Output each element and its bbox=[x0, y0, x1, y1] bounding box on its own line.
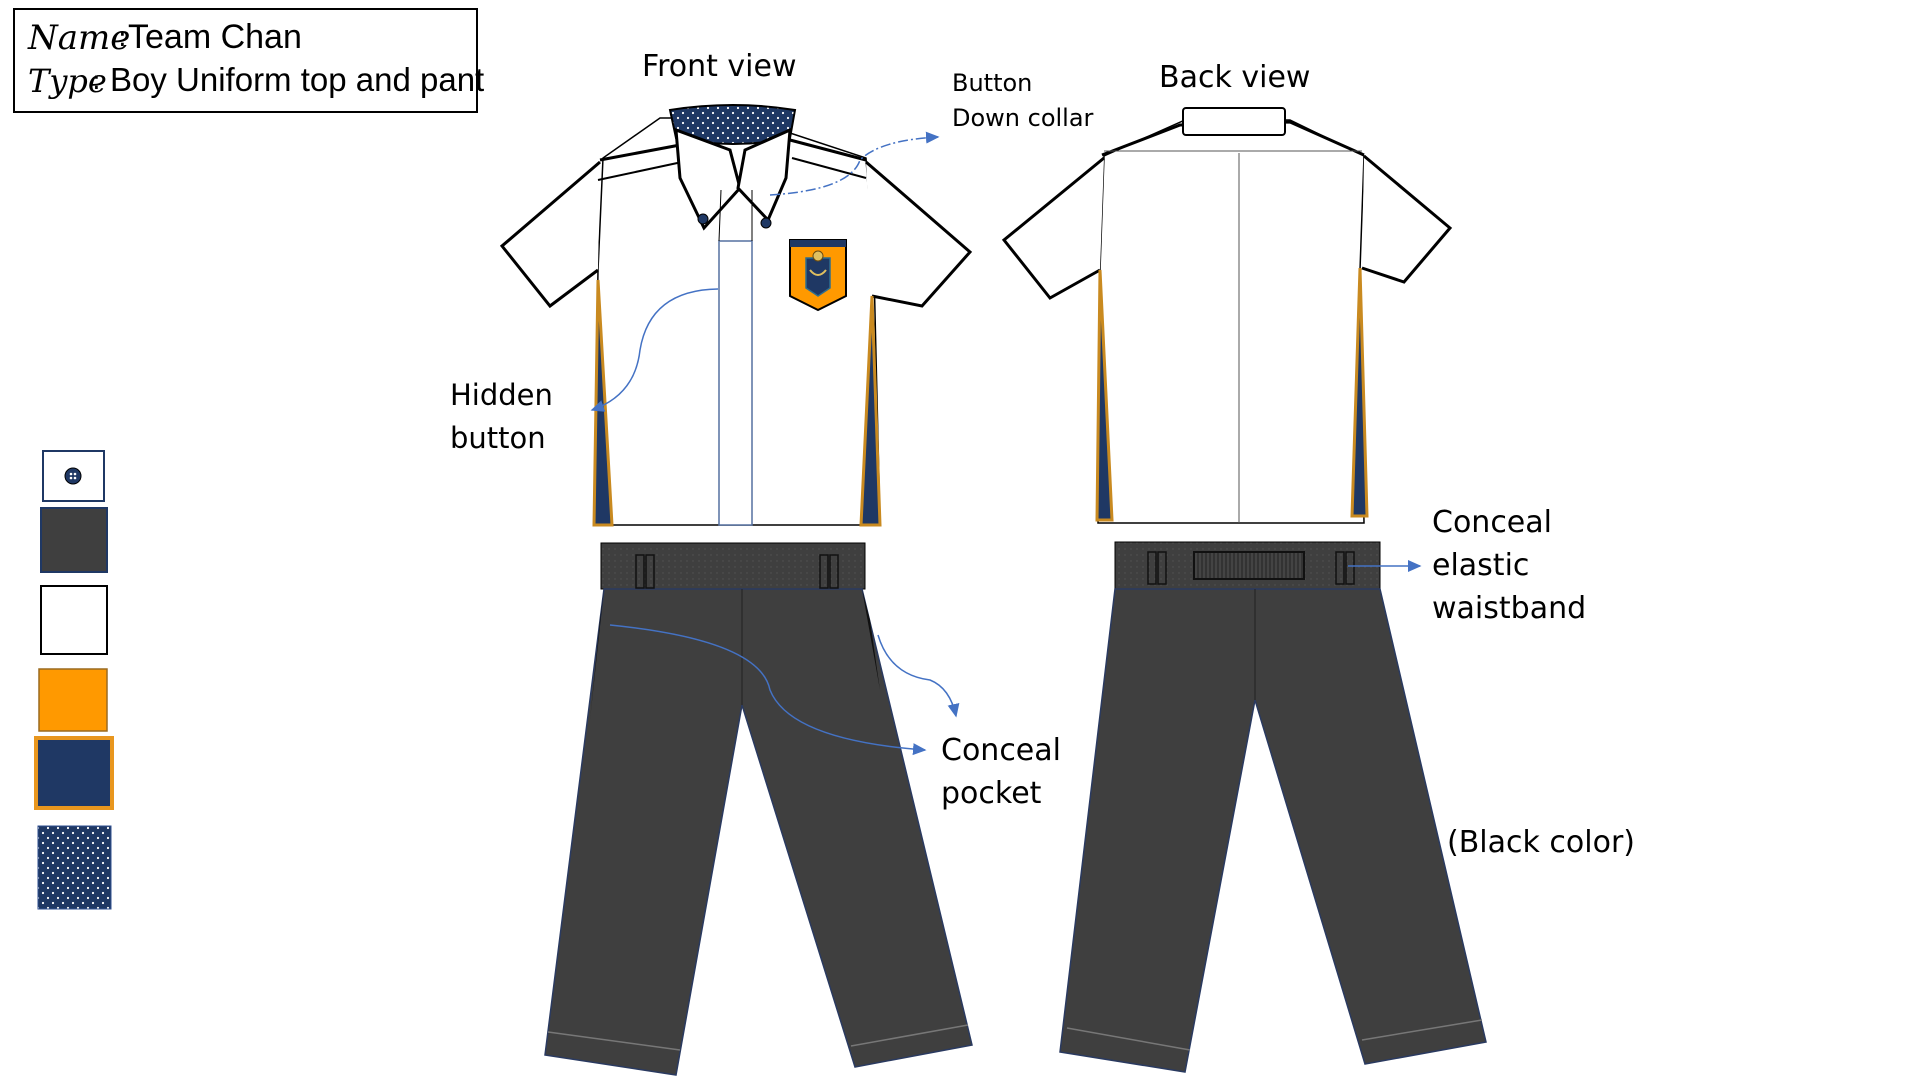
hidden-button-label-2: button bbox=[450, 421, 546, 455]
navy-swatch bbox=[34, 736, 114, 810]
elastic-band bbox=[1193, 551, 1305, 580]
callout-labels: Button Down collar Hidden button Conceal… bbox=[450, 69, 1635, 860]
swatch-column bbox=[34, 450, 114, 910]
pocket-label-1: Conceal bbox=[941, 733, 1061, 768]
collar-label-1: Button bbox=[952, 69, 1032, 97]
back-view-title: Back view bbox=[1159, 60, 1310, 95]
front-waistband bbox=[600, 542, 866, 590]
back-pants bbox=[1059, 541, 1487, 1073]
school-crest-icon bbox=[789, 239, 847, 312]
waistband-label-2: elastic bbox=[1432, 548, 1529, 583]
info-box: Name : Team Chan Type : Boy Uniform top … bbox=[13, 8, 484, 113]
back-shirt bbox=[1001, 107, 1453, 524]
dark-grey-swatch bbox=[40, 507, 108, 573]
button-swatch bbox=[42, 450, 105, 502]
front-view-title: Front view bbox=[642, 49, 797, 84]
callout-arrows bbox=[590, 131, 1422, 756]
orange-swatch bbox=[38, 668, 108, 732]
collar-label-2: Down collar bbox=[952, 104, 1094, 132]
waistband-label-3: waistband bbox=[1432, 591, 1586, 626]
front-pants bbox=[544, 542, 973, 1076]
white-swatch bbox=[40, 585, 108, 655]
front-shirt bbox=[499, 104, 973, 527]
side-pocket-arrow bbox=[877, 634, 960, 718]
type-label: Type bbox=[28, 62, 107, 100]
pocket-label-2: pocket bbox=[941, 776, 1042, 811]
name-label: Name bbox=[27, 18, 130, 58]
polka-dot-swatch bbox=[37, 825, 112, 910]
name-separator: : bbox=[118, 23, 127, 53]
hidden-button-arrow bbox=[590, 288, 719, 412]
type-value: Boy Uniform top and pant bbox=[110, 61, 484, 98]
back-collar-tab bbox=[1182, 107, 1286, 136]
collar-arrow bbox=[769, 131, 940, 196]
pocket-arrow bbox=[609, 624, 927, 756]
name-value: Team Chan bbox=[128, 18, 302, 56]
type-separator: : bbox=[92, 66, 101, 96]
black-color-note: (Black color) bbox=[1447, 825, 1635, 860]
waistband-label-1: Conceal bbox=[1432, 505, 1552, 540]
hidden-button-label-1: Hidden bbox=[450, 378, 553, 412]
